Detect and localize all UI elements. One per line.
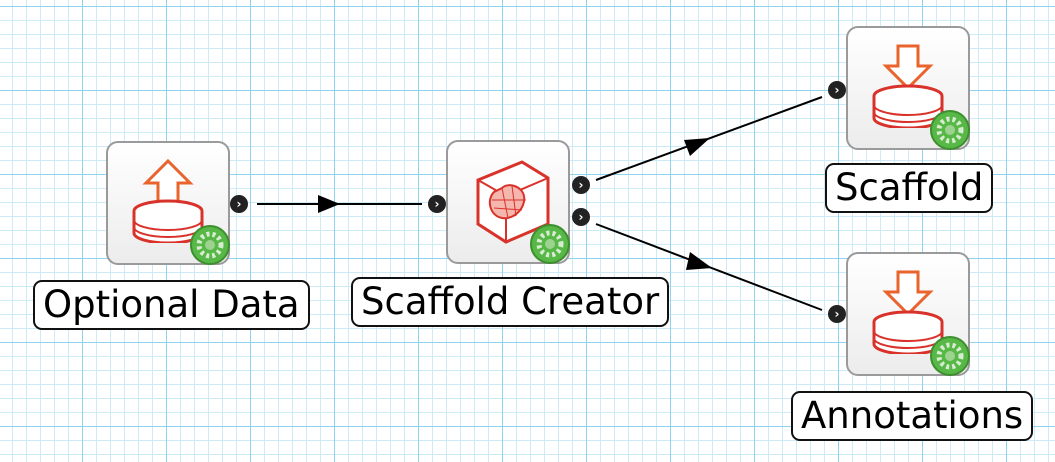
node-label-optional-data[interactable]: Optional Data <box>33 280 310 330</box>
database-upload-icon <box>132 158 204 243</box>
database-download-icon <box>872 270 944 354</box>
output-port[interactable]: › <box>230 195 248 213</box>
input-port[interactable]: › <box>428 195 446 213</box>
node-annotations[interactable] <box>846 252 970 376</box>
database-download-icon <box>872 44 944 128</box>
node-label-scaffold-creator[interactable]: Scaffold Creator <box>351 277 670 327</box>
gear-icon <box>190 225 230 265</box>
edge-arrowhead <box>686 252 712 270</box>
gear-icon <box>930 336 970 376</box>
node-scaffold[interactable] <box>846 26 970 150</box>
output-port-2[interactable]: › <box>572 208 590 226</box>
gear-icon <box>930 110 970 150</box>
node-label-scaffold[interactable]: Scaffold <box>825 163 994 213</box>
gear-icon <box>530 224 570 264</box>
input-port[interactable]: › <box>828 81 846 99</box>
node-optional-data[interactable] <box>106 141 230 265</box>
edge-arrowhead <box>318 195 340 213</box>
edge-arrowhead <box>684 138 710 156</box>
output-port-1[interactable]: › <box>572 176 590 194</box>
node-scaffold-creator[interactable] <box>446 140 570 264</box>
input-port[interactable]: › <box>828 305 846 323</box>
node-label-annotations[interactable]: Annotations <box>791 391 1034 441</box>
3d-model-box-icon <box>476 160 550 244</box>
